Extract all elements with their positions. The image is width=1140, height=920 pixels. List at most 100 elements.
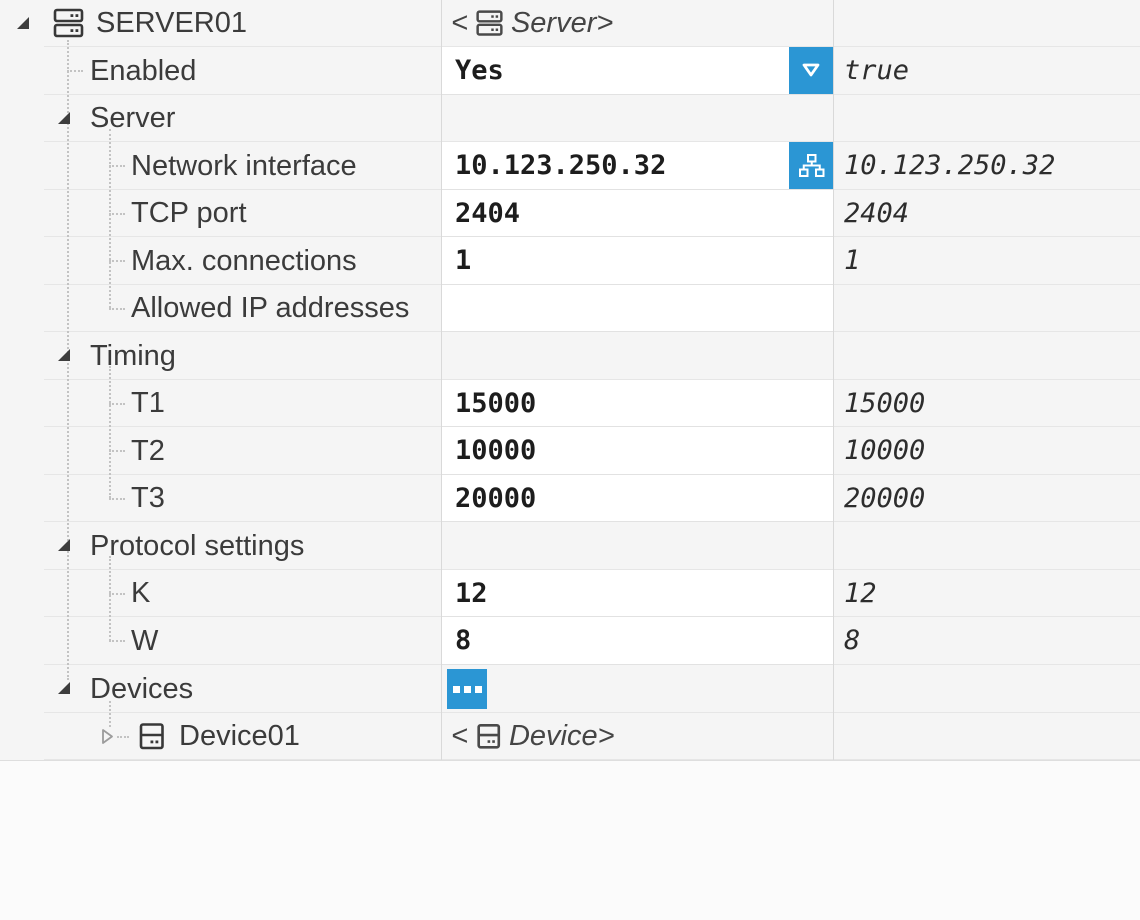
- devices-group-name-cell[interactable]: Devices: [0, 665, 441, 713]
- prop-value: 8: [455, 625, 472, 656]
- network-topology-icon: [798, 154, 824, 177]
- row-group-protocol-settings: Protocol settings: [0, 522, 1140, 570]
- server-group-value-cell: [441, 95, 833, 142]
- row-tcp-port: TCP port 2404 2404: [0, 190, 1140, 237]
- tree-guide-line: [109, 366, 111, 498]
- expand-arrow-icon[interactable]: [56, 347, 73, 369]
- prop-preview: 12: [844, 577, 877, 609]
- tree-guide-line: [109, 403, 125, 405]
- k-preview-cell: 12: [833, 570, 1140, 617]
- enabled-value-cell[interactable]: Yes: [441, 47, 833, 95]
- row-t3: T3 20000 20000: [0, 475, 1140, 522]
- network-interface-preview-cell: 10.123.250.32: [833, 142, 1140, 190]
- object-type-value: < Server>: [451, 0, 613, 46]
- max-connections-preview-cell: 1: [833, 237, 1140, 285]
- prop-label: T2: [131, 434, 165, 467]
- server-icon: [476, 9, 503, 36]
- t3-preview-cell: 20000: [833, 475, 1140, 522]
- server01-value-cell[interactable]: < Server>: [441, 0, 833, 47]
- server-icon: [51, 7, 86, 45]
- server-group-name-cell[interactable]: Server: [0, 95, 441, 142]
- w-name-cell[interactable]: W: [0, 617, 441, 665]
- tree-guide-line: [67, 70, 83, 72]
- prop-value: 12: [455, 577, 488, 609]
- tree-guide-line: [109, 213, 125, 215]
- collapse-arrow-icon[interactable]: [99, 727, 116, 751]
- w-value-cell[interactable]: 8: [441, 617, 833, 665]
- object-type-value: < Device>: [451, 713, 615, 759]
- max-connections-value-cell[interactable]: 1: [441, 237, 833, 285]
- prop-label: T3: [131, 482, 165, 514]
- t3-value-cell[interactable]: 20000: [441, 475, 833, 522]
- row-t1: T1 15000 15000: [0, 380, 1140, 427]
- property-grid-table: SERVER01 < Server> Enabled: [0, 0, 1140, 761]
- row-server01: SERVER01 < Server>: [0, 0, 1140, 47]
- collection-editor-button[interactable]: [447, 669, 487, 709]
- expand-arrow-icon[interactable]: [56, 110, 73, 132]
- t3-name-cell[interactable]: T3: [0, 475, 441, 522]
- device01-name-cell[interactable]: Device01: [0, 713, 441, 760]
- row-group-devices: Devices: [0, 665, 1140, 713]
- tree-guide-line: [109, 129, 111, 308]
- t2-name-cell[interactable]: T2: [0, 427, 441, 475]
- prop-value: 10.123.250.32: [455, 150, 667, 181]
- t1-value-cell[interactable]: 15000: [441, 380, 833, 427]
- allowed-ip-value-cell[interactable]: [441, 285, 833, 332]
- t1-name-cell[interactable]: T1: [0, 380, 441, 427]
- prop-value: Yes: [455, 55, 504, 86]
- prop-value: 2404: [455, 197, 521, 229]
- object-label: SERVER01: [96, 7, 247, 39]
- prop-preview: true: [844, 55, 910, 86]
- tree-guide-line: [117, 736, 129, 738]
- prop-value: 10000: [455, 435, 537, 466]
- t2-value-cell[interactable]: 10000: [441, 427, 833, 475]
- server01-name-cell[interactable]: SERVER01: [0, 0, 441, 47]
- tcp-port-preview-cell: 2404: [833, 190, 1140, 237]
- k-name-cell[interactable]: K: [0, 570, 441, 617]
- allowed-ip-name-cell[interactable]: Allowed IP addresses: [0, 285, 441, 332]
- group-label: Devices: [90, 672, 194, 705]
- expand-arrow-icon[interactable]: [15, 15, 32, 37]
- row-max-connections: Max. connections 1 1: [0, 237, 1140, 285]
- ellipsis-icon: [452, 685, 460, 693]
- timing-group-name-cell[interactable]: Timing: [0, 332, 441, 380]
- max-connections-name-cell[interactable]: Max. connections: [0, 237, 441, 285]
- prop-preview: 10000: [844, 435, 926, 466]
- angle-bracket: <: [451, 6, 468, 39]
- row-group-server: Server: [0, 95, 1140, 142]
- devices-group-preview-cell: [833, 665, 1140, 713]
- tcp-port-name-cell[interactable]: TCP port: [0, 190, 441, 237]
- object-label: Device01: [179, 720, 300, 752]
- dropdown-button[interactable]: [789, 47, 833, 94]
- angle-bracket: <: [451, 719, 468, 752]
- t2-preview-cell: 10000: [833, 427, 1140, 475]
- tree-guide-line: [109, 701, 111, 727]
- expand-arrow-icon[interactable]: [56, 537, 73, 559]
- dropdown-arrow-icon: [802, 63, 820, 77]
- protocol-group-value-cell: [441, 522, 833, 570]
- tree-guide-line: [109, 308, 125, 310]
- object-type-name: Server>: [510, 6, 614, 39]
- row-t2: T2 10000 10000: [0, 427, 1140, 475]
- row-k: K 12 12: [0, 570, 1140, 617]
- tcp-port-value-cell[interactable]: 2404: [441, 190, 833, 237]
- prop-value: 20000: [455, 482, 537, 514]
- network-picker-button[interactable]: [789, 142, 833, 189]
- network-interface-name-cell[interactable]: Network interface: [0, 142, 441, 190]
- expand-arrow-icon[interactable]: [56, 680, 73, 702]
- device01-value-cell[interactable]: < Device>: [441, 713, 833, 760]
- tree-guide-line: [109, 260, 125, 262]
- protocol-group-name-cell[interactable]: Protocol settings: [0, 522, 441, 570]
- prop-preview: 20000: [844, 482, 926, 514]
- network-interface-value-cell[interactable]: 10.123.250.32: [441, 142, 833, 190]
- row-network-interface: Network interface 10.123.250.32 10.123.2…: [0, 142, 1140, 190]
- row-enabled: Enabled Yes true: [0, 47, 1140, 95]
- ellipsis-icon: [463, 685, 471, 693]
- ellipsis-icon: [474, 685, 482, 693]
- tree-guide-line: [109, 640, 125, 642]
- tree-guide-line: [109, 498, 125, 500]
- row-group-timing: Timing: [0, 332, 1140, 380]
- prop-preview: 15000: [844, 387, 926, 419]
- k-value-cell[interactable]: 12: [441, 570, 833, 617]
